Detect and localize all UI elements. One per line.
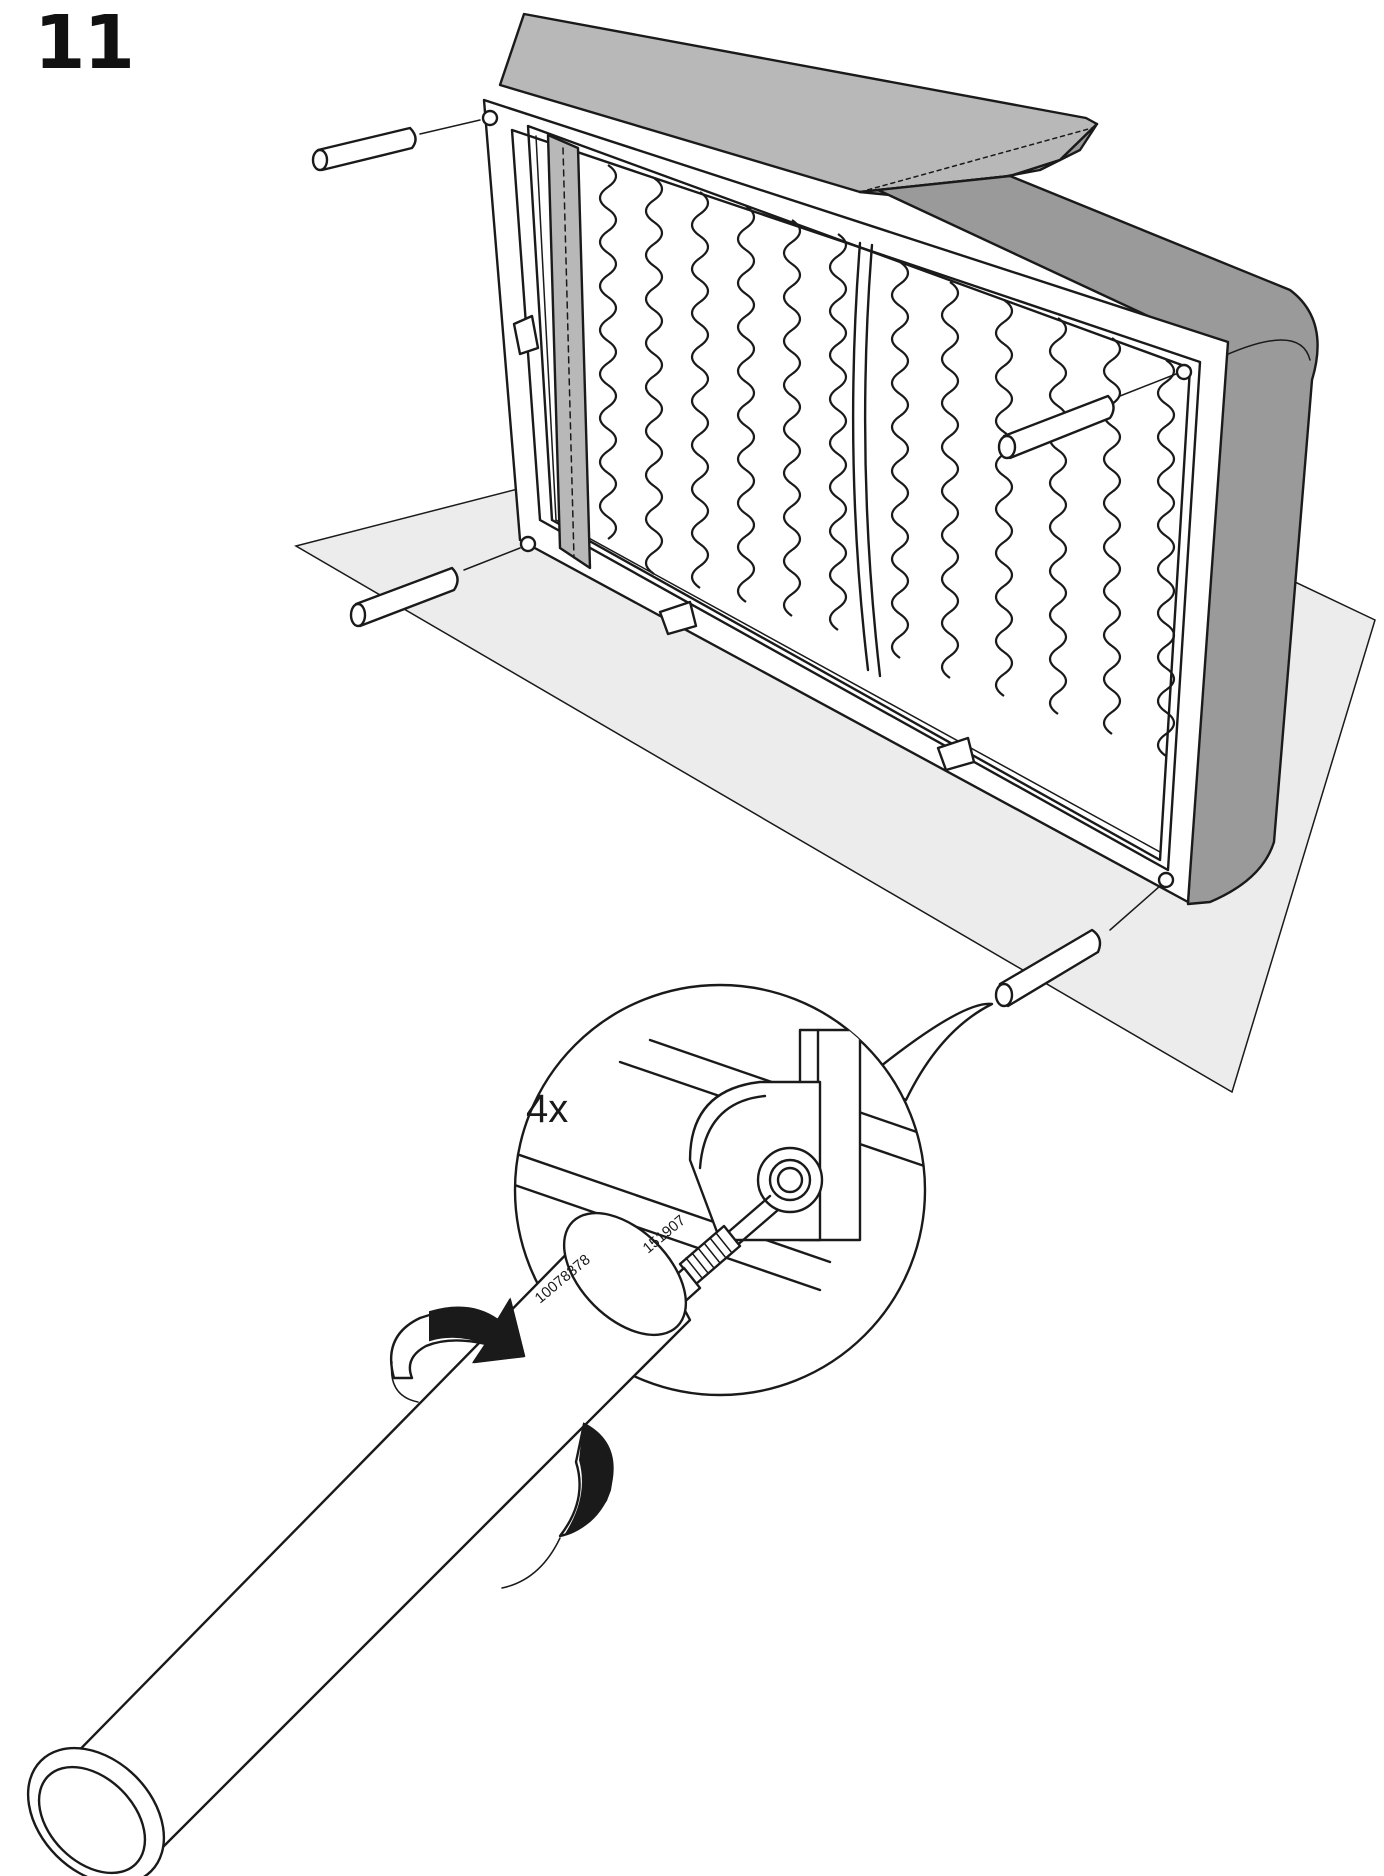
seat-springs <box>598 164 1176 757</box>
sofa-module <box>481 12 1319 906</box>
quantity-label: 4x <box>526 1087 568 1131</box>
sofa-leg <box>26 1211 692 1876</box>
legs-overview <box>311 119 1177 1008</box>
rotate-clockwise-arrow-icon <box>389 1297 614 1589</box>
step-number: 11 <box>34 0 135 86</box>
